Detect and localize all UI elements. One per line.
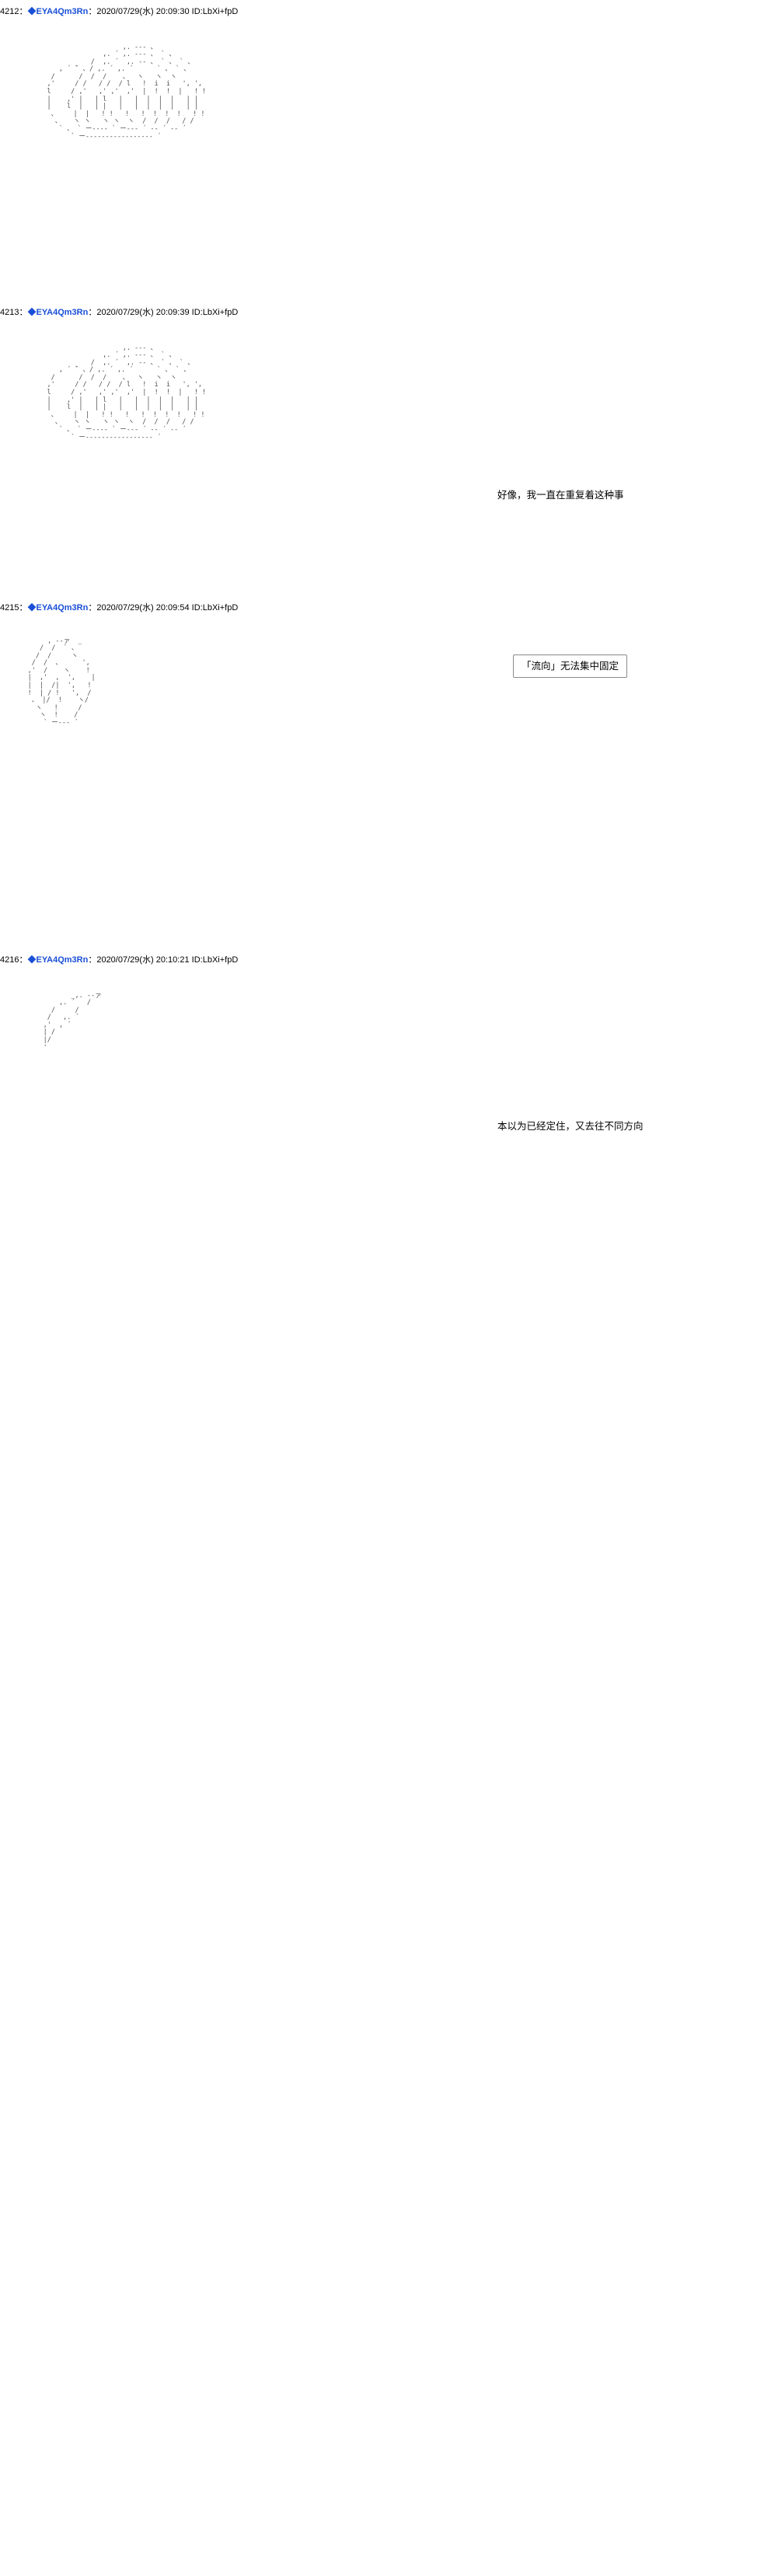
post-header: 4215：◆EYA4Qm3Rn：2020/07/29(水) 20:09:54 I… <box>0 602 238 613</box>
post-author[interactable]: EYA4Qm3Rn <box>36 7 89 16</box>
post-separator: ： <box>19 603 28 613</box>
trip-diamond-icon: ◆ <box>27 308 37 317</box>
ascii-art: , -‐ァ _ / / ` 、 / / ヽ / / 、 ', ,' / ヽ ! … <box>27 637 96 728</box>
post-separator-2: ： <box>88 955 97 965</box>
post-date: 2020/07/29(水) 20:09:39 <box>96 308 190 317</box>
post-author[interactable]: EYA4Qm3Rn <box>36 955 89 965</box>
post-date: 2020/07/29(水) 20:09:30 <box>96 7 190 16</box>
post-header: 4213：◆EYA4Qm3Rn：2020/07/29(水) 20:09:39 I… <box>0 307 238 318</box>
post-number: 4212 <box>0 7 19 16</box>
post-separator: ： <box>19 7 28 16</box>
trip-diamond-icon: ◆ <box>27 603 37 613</box>
dialogue-text: 好像，我一直在重复着这种事 <box>497 490 624 501</box>
post-author[interactable]: EYA4Qm3Rn <box>36 603 89 613</box>
post-date: 2020/07/29(水) 20:10:21 <box>96 955 190 965</box>
post-number: 4213 <box>0 308 19 317</box>
post-id: ID:LbXi+fpD <box>191 603 239 613</box>
dialogue-box: 「流向」无法集中固定 <box>513 654 628 678</box>
post-separator: ： <box>19 308 28 317</box>
post-separator-2: ： <box>88 7 97 16</box>
dialogue-text: 本以为已经定住，又去往不同方向 <box>497 1121 644 1132</box>
post-separator-2: ： <box>88 308 97 317</box>
trip-diamond-icon: ◆ <box>27 955 37 965</box>
post-number: 4216 <box>0 955 19 965</box>
post-separator: ： <box>19 955 28 965</box>
trip-diamond-icon: ◆ <box>27 7 37 16</box>
post-header: 4212：◆EYA4Qm3Rn：2020/07/29(水) 20:09:30 I… <box>0 6 238 17</box>
post-id: ID:LbXi+fpD <box>191 955 239 965</box>
ascii-art: _,. -‐ァ ,. ´ / / / / ,. ´ ,' , ´ | / |/ … <box>43 991 102 1052</box>
ascii-art: ,. -‐- 、 ,. ´ ,. --- 、 ` 、 / ,. ´ ,. -- … <box>47 43 207 141</box>
post-author[interactable]: EYA4Qm3Rn <box>36 308 89 317</box>
post-date: 2020/07/29(水) 20:09:54 <box>96 603 190 613</box>
post-header: 4216：◆EYA4Qm3Rn：2020/07/29(水) 20:10:21 I… <box>0 955 238 965</box>
post-number: 4215 <box>0 603 19 613</box>
ascii-art: ,. -‐- 、 ,. ´ ,. --- 、 ` 、 / ,. ´ ,. -- … <box>47 344 207 442</box>
post-id: ID:LbXi+fpD <box>191 7 239 16</box>
post-separator-2: ： <box>88 603 97 613</box>
post-id: ID:LbXi+fpD <box>191 308 239 317</box>
